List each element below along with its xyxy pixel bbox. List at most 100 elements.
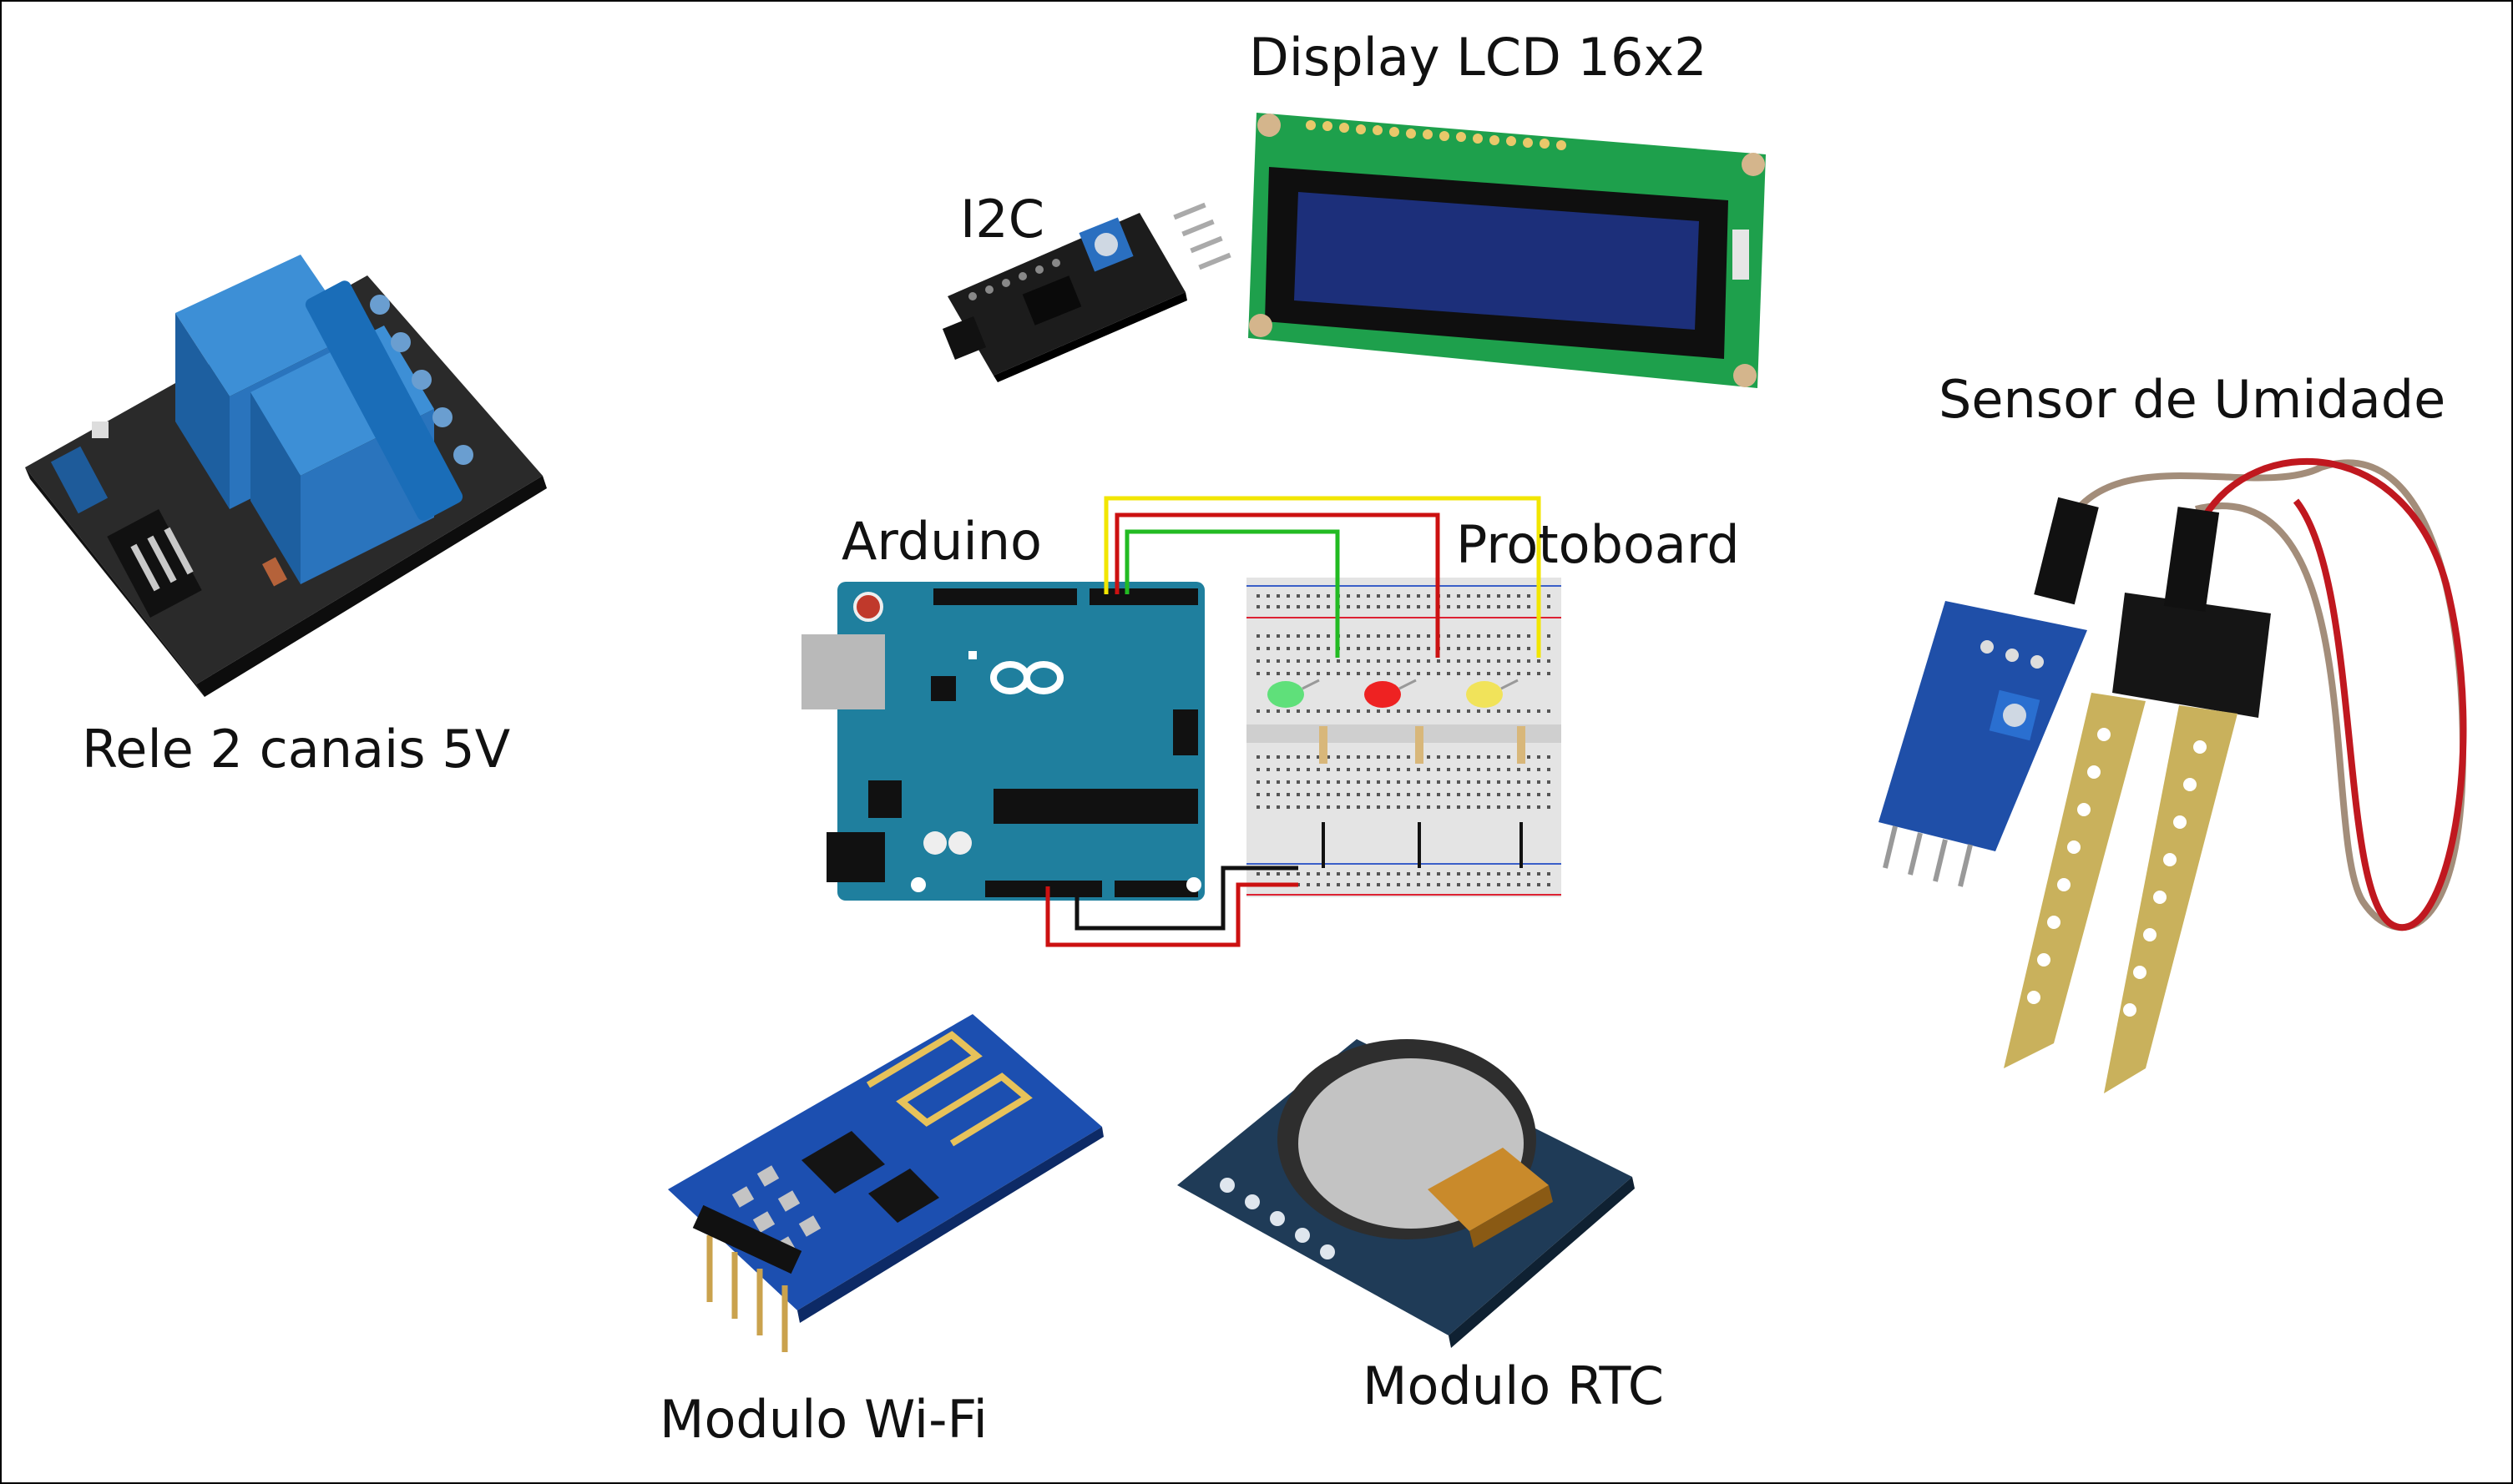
- breadboard-hole: [1267, 605, 1270, 608]
- label-modulo-rtc: Modulo RTC: [1363, 1355, 1665, 1416]
- breadboard-hole: [1397, 883, 1400, 886]
- breadboard-hole: [1517, 780, 1520, 784]
- breadboard-hole: [1527, 872, 1530, 876]
- breadboard-hole: [1417, 659, 1420, 663]
- breadboard-hole: [1497, 605, 1500, 608]
- breadboard-hole: [1327, 755, 1330, 759]
- breadboard-hole: [1517, 659, 1520, 663]
- breadboard-hole: [1287, 594, 1290, 598]
- breadboard-hole: [1397, 659, 1400, 663]
- resistors: [1319, 726, 1525, 764]
- breadboard-hole: [1397, 605, 1400, 608]
- breadboard-hole: [1357, 755, 1360, 759]
- breadboard-hole: [1477, 755, 1480, 759]
- breadboard-hole: [1397, 872, 1400, 876]
- breadboard-hole: [1517, 883, 1520, 886]
- breadboard-hole: [1327, 872, 1330, 876]
- breadboard-hole: [1357, 672, 1360, 675]
- breadboard-hole: [1427, 659, 1430, 663]
- breadboard-hole: [1327, 780, 1330, 784]
- breadboard-hole: [1307, 659, 1310, 663]
- breadboard-hole: [1367, 755, 1370, 759]
- breadboard: [1246, 578, 1561, 897]
- breadboard-hole: [1387, 605, 1390, 608]
- breadboard-hole: [1397, 780, 1400, 784]
- label-protoboard: Protoboard: [1456, 514, 1740, 575]
- breadboard-hole: [1407, 709, 1410, 713]
- breadboard-hole: [1367, 634, 1370, 638]
- label-arduino: Arduino: [842, 511, 1042, 572]
- breadboard-hole: [1467, 780, 1470, 784]
- breadboard-hole: [1517, 647, 1520, 650]
- lcd-pin-header: [1306, 120, 1566, 150]
- breadboard-hole: [1337, 793, 1340, 796]
- breadboard-hole: [1387, 793, 1390, 796]
- breadboard-hole: [1347, 805, 1350, 809]
- breadboard-hole: [1517, 872, 1520, 876]
- breadboard-hole: [1507, 634, 1510, 638]
- breadboard-hole: [1467, 883, 1470, 886]
- breadboard-hole: [1437, 709, 1440, 713]
- breadboard-hole: [1407, 634, 1410, 638]
- breadboard-hole: [1547, 768, 1550, 771]
- breadboard-hole: [1287, 780, 1290, 784]
- breadboard-hole: [1277, 768, 1280, 771]
- breadboard-hole: [1547, 793, 1550, 796]
- breadboard-hole: [1256, 793, 1260, 796]
- breadboard-hole: [1347, 647, 1350, 650]
- breadboard-hole: [1467, 709, 1470, 713]
- breadboard-hole: [1256, 647, 1260, 650]
- breadboard-hole: [1297, 709, 1300, 713]
- breadboard-hole: [1457, 755, 1460, 759]
- breadboard-hole: [1487, 647, 1490, 650]
- breadboard-hole: [1357, 634, 1360, 638]
- breadboard-hole: [1417, 780, 1420, 784]
- breadboard-hole: [1347, 634, 1350, 638]
- breadboard-hole: [1367, 594, 1370, 598]
- breadboard-hole: [1377, 805, 1380, 809]
- breadboard-hole: [1437, 780, 1440, 784]
- wifi-module-esp01: [668, 1014, 1104, 1352]
- breadboard-hole: [1317, 634, 1320, 638]
- breadboard-hole: [1527, 709, 1530, 713]
- label-i2c: I2C: [960, 189, 1045, 250]
- antenna-trace: [866, 1031, 1033, 1147]
- breadboard-hole: [1447, 647, 1450, 650]
- breadboard-hole: [1397, 805, 1400, 809]
- breadboard-hole: [1547, 594, 1550, 598]
- breadboard-hole: [1417, 672, 1420, 675]
- breadboard-hole: [1377, 755, 1380, 759]
- breadboard-hole: [1297, 634, 1300, 638]
- breadboard-hole: [1387, 672, 1390, 675]
- breadboard-hole: [1317, 883, 1320, 886]
- breadboard-hole: [1487, 709, 1490, 713]
- breadboard-hole: [1367, 883, 1370, 886]
- breadboard-hole: [1337, 768, 1340, 771]
- breadboard-hole: [1317, 659, 1320, 663]
- led-green: [1267, 679, 1320, 708]
- led-red: [1364, 679, 1417, 708]
- breadboard-hole: [1447, 755, 1450, 759]
- breadboard-hole: [1267, 647, 1270, 650]
- breadboard-hole: [1537, 872, 1540, 876]
- breadboard-hole: [1487, 634, 1490, 638]
- breadboard-hole: [1277, 755, 1280, 759]
- breadboard-hole: [1547, 647, 1550, 650]
- label-display-lcd: Display LCD 16x2: [1249, 27, 1707, 88]
- breadboard-hole: [1477, 659, 1480, 663]
- breadboard-hole: [1477, 594, 1480, 598]
- breadboard-hole: [1307, 793, 1310, 796]
- breadboard-hole: [1437, 755, 1440, 759]
- breadboard-hole: [1407, 805, 1410, 809]
- breadboard-hole: [1367, 659, 1370, 663]
- breadboard-hole: [1317, 709, 1320, 713]
- breadboard-hole: [1507, 805, 1510, 809]
- breadboard-hole: [1317, 780, 1320, 784]
- breadboard-hole: [1357, 872, 1360, 876]
- breadboard-hole: [1357, 709, 1360, 713]
- breadboard-hole: [1267, 755, 1270, 759]
- breadboard-hole: [1497, 672, 1500, 675]
- breadboard-hole: [1327, 647, 1330, 650]
- breadboard-hole: [1337, 805, 1340, 809]
- label-modulo-wifi: Modulo Wi-Fi: [660, 1389, 988, 1450]
